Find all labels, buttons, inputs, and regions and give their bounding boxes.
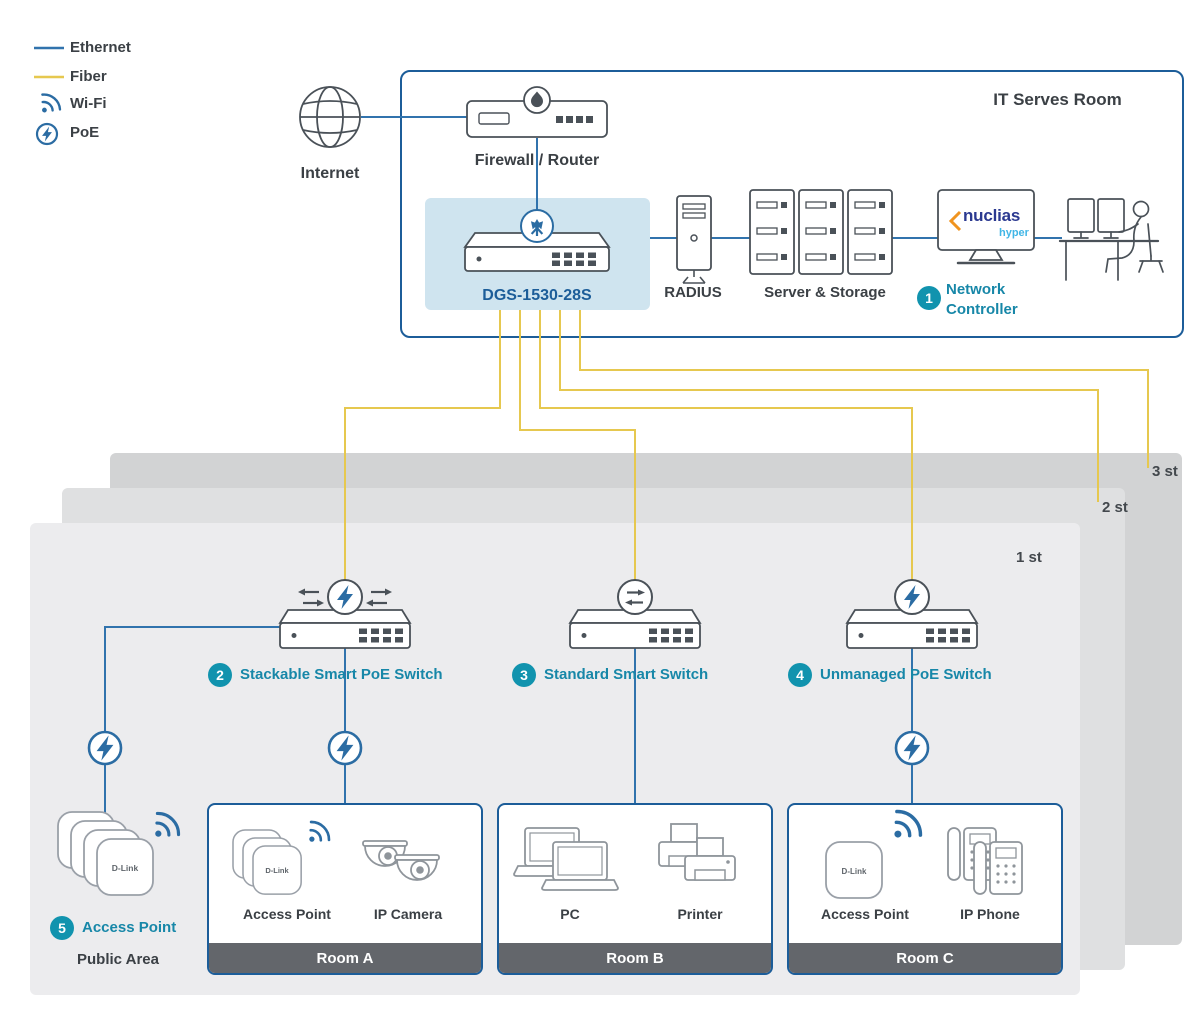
- radius-label: RADIUS: [664, 284, 722, 301]
- controller-badge: 1: [917, 286, 941, 310]
- room-c-device1-label: Access Point: [821, 906, 909, 922]
- floor-1-label: 1 st: [1016, 549, 1042, 566]
- room-b-box: Room B: [497, 803, 773, 975]
- internet-globe-icon: [299, 86, 361, 148]
- stackable-switch-badge: 2: [208, 663, 232, 687]
- nuclias-brand-text: nuclias: [963, 206, 1021, 225]
- room-b-device1-label: PC: [560, 906, 580, 922]
- internet-label: Internet: [300, 165, 360, 182]
- firewall-label: Firewall / Router: [474, 152, 600, 169]
- room-a-device2-label: IP Camera: [373, 906, 443, 922]
- room-a-device1-label: Access Point: [243, 906, 331, 922]
- controller-label: Network Controller: [946, 281, 1018, 318]
- nuclias-hyper-text: hyper: [999, 227, 1029, 239]
- core-switch-label: DGS-1530-28S: [482, 287, 592, 304]
- legend-label-ethernet: Ethernet: [70, 39, 131, 56]
- it-room-title: IT Serves Room: [993, 90, 1122, 109]
- legend-wifi-icon: [32, 89, 65, 121]
- standard-switch-badge: 3: [512, 663, 536, 687]
- standard-switch-label: Standard Smart Switch: [544, 666, 709, 683]
- room-c-box: Room C: [787, 803, 1063, 975]
- unmanaged-switch-label: Unmanaged PoE Switch: [820, 666, 992, 683]
- room-b-footer: Room B: [499, 943, 771, 973]
- public-area-caption: Public Area: [77, 951, 159, 968]
- room-c-device2-label: IP Phone: [960, 906, 1020, 922]
- legend-label-fiber: Fiber: [70, 68, 107, 85]
- room-b-device2-label: Printer: [677, 906, 723, 922]
- legend-label-wifi: Wi-Fi: [70, 95, 107, 112]
- public-ap-badge: 5: [50, 916, 74, 940]
- public-ap-label: Access Point: [82, 919, 177, 936]
- room-c-footer: Room C: [789, 943, 1061, 973]
- legend-poe-icon: [35, 122, 59, 146]
- room-a-box: Room A: [207, 803, 483, 975]
- unmanaged-switch-badge: 4: [788, 663, 812, 687]
- servers-label: Server & Storage: [764, 284, 886, 301]
- legend-label-poe: PoE: [70, 124, 100, 141]
- floor-3-label: 3 st: [1152, 463, 1178, 480]
- room-a-footer: Room A: [209, 943, 481, 973]
- stackable-switch-label: Stackable Smart PoE Switch: [240, 666, 443, 683]
- floor-2-label: 2 st: [1102, 499, 1128, 516]
